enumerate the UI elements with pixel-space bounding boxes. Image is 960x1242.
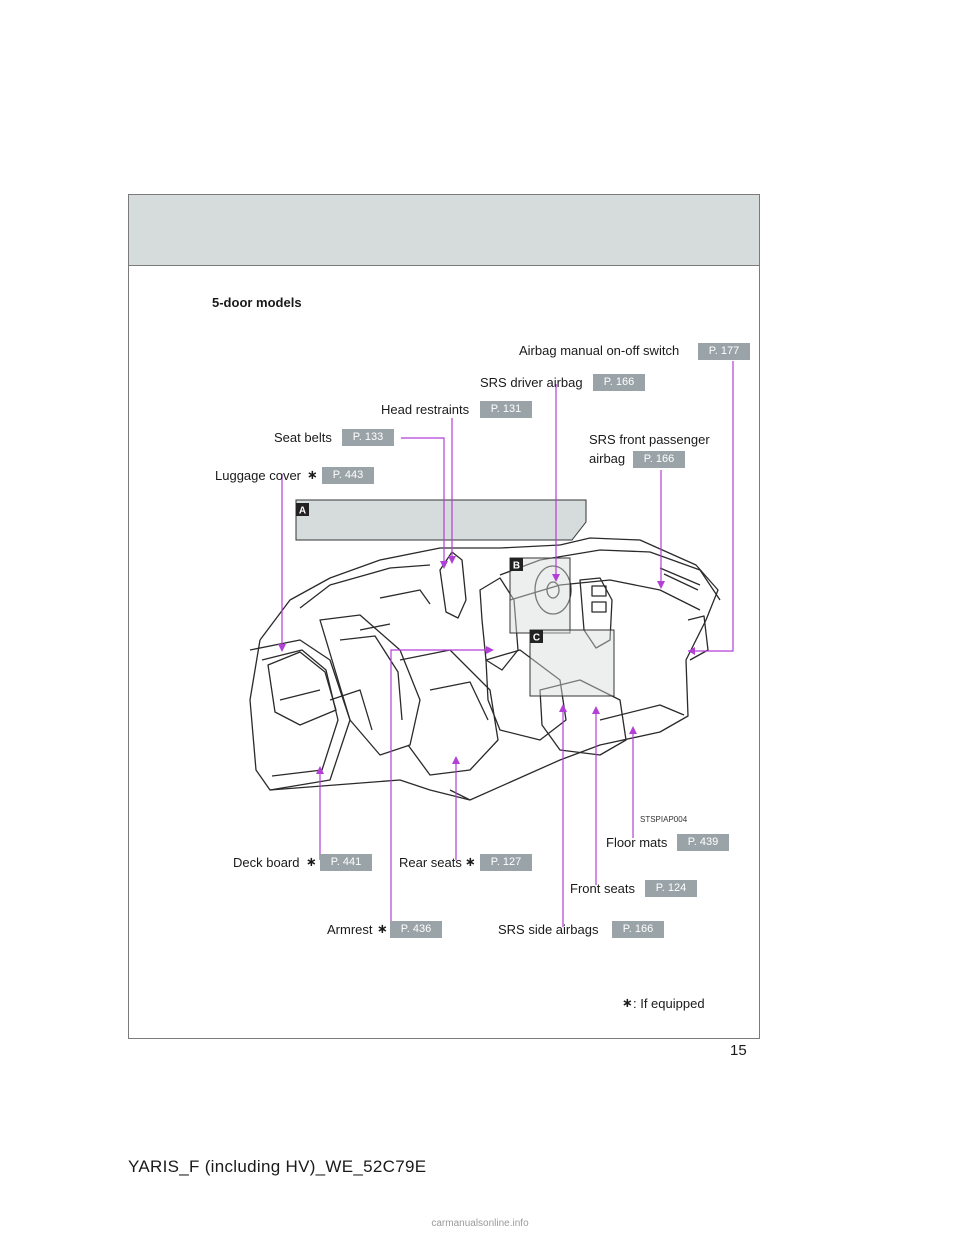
zone-a-banner: A — [295, 499, 587, 541]
leader-armrest — [390, 649, 490, 927]
ref-srs-side-airbags[interactable]: P. 166 — [612, 921, 664, 938]
label-srs-front-passenger-line2: airbag — [589, 451, 626, 466]
zone-b-label: B — [513, 561, 520, 572]
label-luggage-cover: Luggage cover — [215, 468, 302, 483]
label-armrest: Armrest — [327, 922, 373, 937]
image-code: STSPIAP004 — [640, 815, 688, 824]
label-seat-belts: Seat belts — [274, 430, 332, 445]
car-outline — [249, 537, 721, 801]
ref-rear-seats[interactable]: P. 127 — [480, 854, 532, 871]
equipped-note: : If equipped — [633, 996, 705, 1011]
footer-doc-code: YARIS_F (including HV)_WE_52C79E — [128, 1157, 427, 1176]
zone-a-label: A — [299, 506, 306, 517]
asterisk-rear-seats: ∗ — [465, 854, 476, 869]
label-head-restraints: Head restraints — [381, 402, 470, 417]
ref-front-seats[interactable]: P. 124 — [645, 880, 697, 897]
ref-armrest[interactable]: P. 436 — [390, 921, 442, 938]
asterisk-note: ∗ — [622, 995, 633, 1010]
label-srs-side-airbags: SRS side airbags — [498, 922, 599, 937]
page-number: 15 — [730, 1042, 747, 1059]
leader-lines — [281, 361, 734, 927]
ref-deck-board[interactable]: P. 441 — [320, 854, 372, 871]
page-frame — [128, 194, 760, 1039]
leader-seat-belts — [401, 437, 445, 565]
asterisk-deck-board: ∗ — [306, 854, 317, 869]
label-rear-seats: Rear seats — [399, 855, 462, 870]
ref-luggage-cover[interactable]: P. 443 — [322, 467, 374, 484]
ref-head-restraints[interactable]: P. 131 — [480, 401, 532, 418]
section-title: 5-door models — [212, 295, 302, 310]
label-front-seats: Front seats — [570, 881, 636, 896]
label-floor-mats: Floor mats — [606, 835, 668, 850]
label-airbag-switch: Airbag manual on-off switch — [519, 343, 680, 358]
label-deck-board: Deck board — [233, 855, 300, 870]
ref-srs-front-passenger[interactable]: P. 166 — [633, 451, 685, 468]
label-srs-front-passenger-line1: SRS front passenger — [589, 432, 710, 447]
ref-seat-belts[interactable]: P. 133 — [342, 429, 394, 446]
watermark: carmanualsonline.info — [431, 1218, 529, 1229]
zone-c-box: C — [529, 629, 615, 697]
ref-srs-driver-airbag[interactable]: P. 166 — [593, 374, 645, 391]
asterisk-luggage-cover: ∗ — [307, 467, 318, 482]
zone-b-box: B — [509, 557, 571, 634]
ref-airbag-switch[interactable]: P. 177 — [698, 343, 750, 360]
asterisk-armrest: ∗ — [377, 921, 388, 936]
header-band — [129, 195, 759, 266]
ref-floor-mats[interactable]: P. 439 — [677, 834, 729, 851]
label-srs-driver-airbag: SRS driver airbag — [480, 375, 583, 390]
leader-airbag-switch — [688, 361, 734, 652]
leader-arrowheads — [278, 556, 695, 774]
zone-c-label: C — [533, 633, 540, 644]
